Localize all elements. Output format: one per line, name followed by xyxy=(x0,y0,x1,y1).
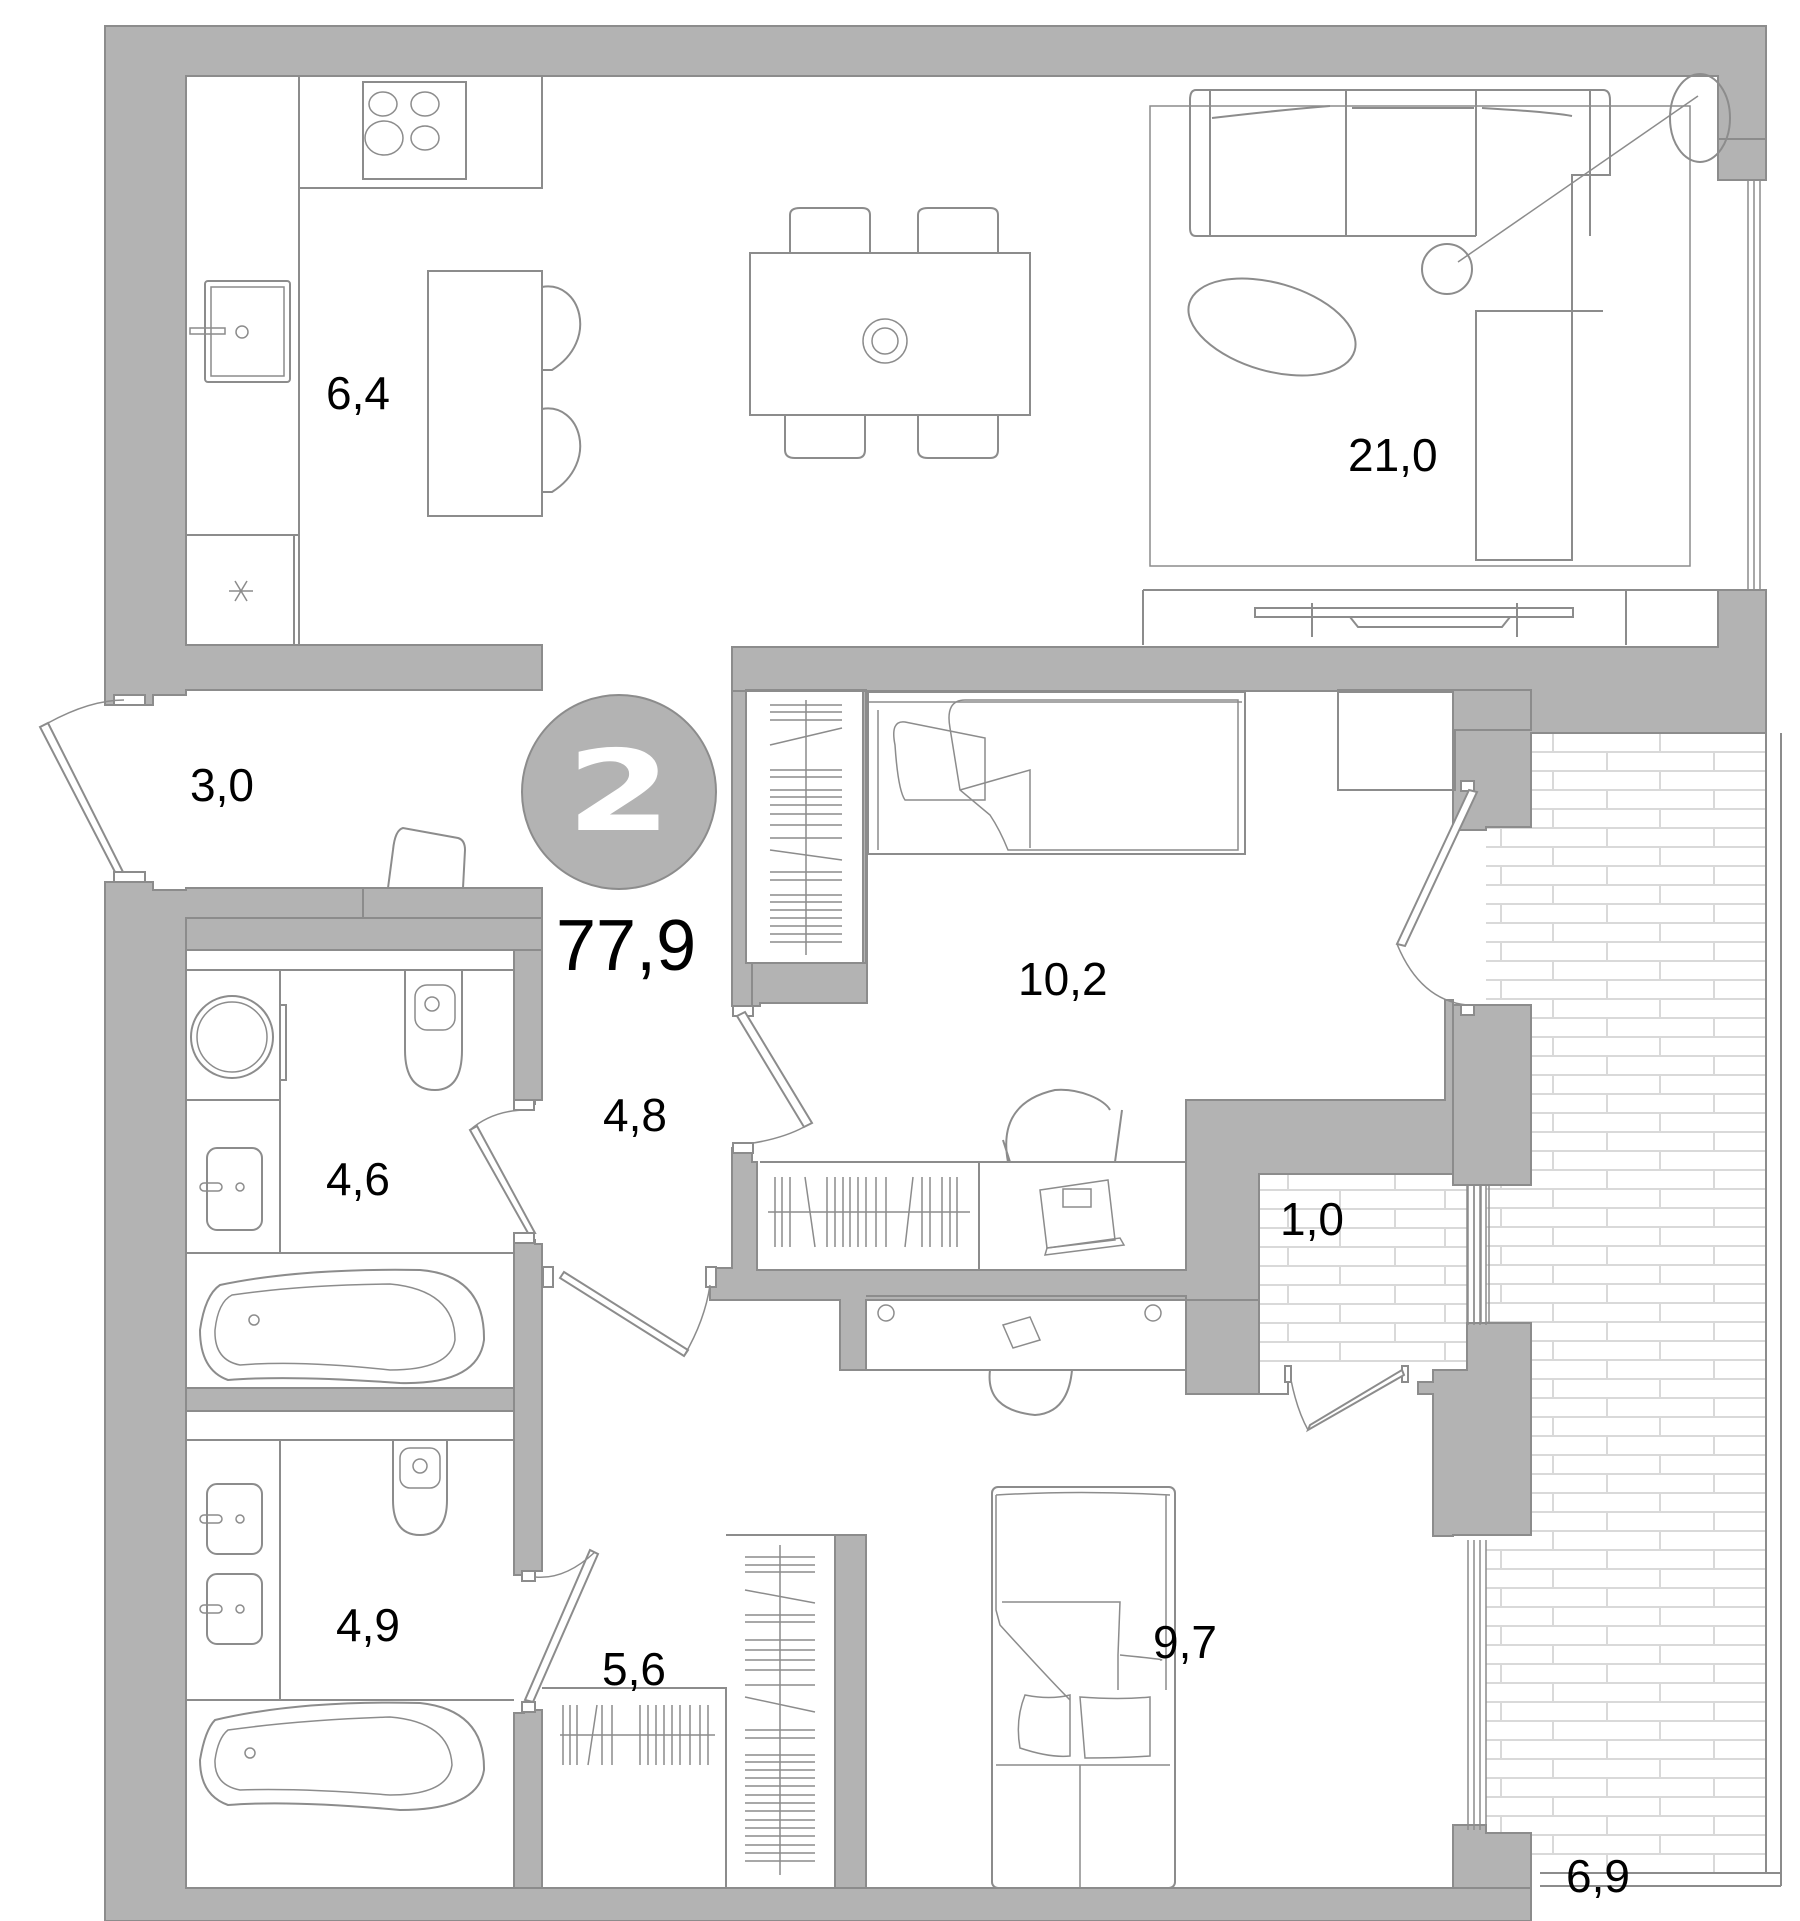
sink-icon xyxy=(189,280,291,383)
room-area-bedroom-main: 9,7 xyxy=(1153,1616,1217,1668)
total-area-label: 77,9 xyxy=(556,906,697,986)
room-area-loggia-small: 1,0 xyxy=(1280,1193,1344,1245)
room-area-corridor: 4,8 xyxy=(603,1089,667,1141)
bedroom-main-furniture xyxy=(991,1486,1176,1889)
room-area-bedroom-small: 10,2 xyxy=(1018,953,1108,1005)
dressing-furniture xyxy=(542,1534,836,1888)
room-area-kitchen: 6,4 xyxy=(326,367,390,419)
room-area-entry-hall: 3,0 xyxy=(190,759,254,811)
rooms-count-badge: 2 xyxy=(521,694,717,890)
balcony-floor-tiles xyxy=(1486,733,1782,1887)
loggia-door xyxy=(1284,1365,1409,1433)
kitchen-furniture xyxy=(186,75,1031,645)
corridor-doors xyxy=(468,1005,814,1358)
wardrobe-desk-middle xyxy=(760,1088,1187,1417)
bedroom-small-furniture xyxy=(867,691,1479,1016)
balcony-wall-right xyxy=(1452,689,1532,731)
room-area-bathroom-1: 4,6 xyxy=(326,1153,390,1205)
cooktop-icon xyxy=(362,81,467,180)
windows xyxy=(1467,180,1761,1830)
room-area-dressing-hall: 5,6 xyxy=(602,1643,666,1695)
room-area-living-room: 21,0 xyxy=(1348,429,1438,481)
living-room-furniture xyxy=(1142,73,1731,645)
room-area-bathroom-2: 4,9 xyxy=(336,1599,400,1651)
room-area-balcony: 6,9 xyxy=(1566,1850,1630,1902)
bathroom-1-furniture xyxy=(185,949,515,1385)
loggia-floor-tiles xyxy=(1259,1174,1490,1362)
laptop-icon xyxy=(1039,1179,1126,1256)
entry-furniture xyxy=(38,694,543,919)
rooms-count-value: 2 xyxy=(566,727,672,857)
wardrobe-top xyxy=(745,689,867,964)
snowflake-icon xyxy=(229,580,253,602)
bathroom-2-furniture xyxy=(185,1410,600,1812)
